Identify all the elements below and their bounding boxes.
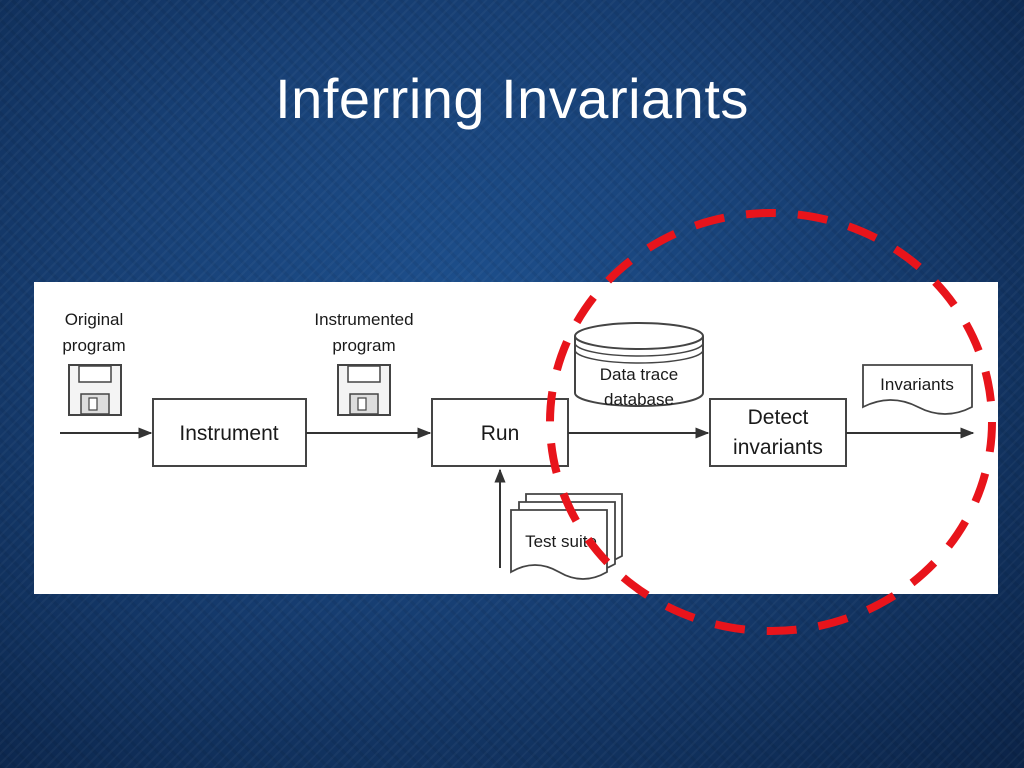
run-box: Run [431, 398, 569, 467]
data-trace-label-line1: Data trace [600, 365, 678, 384]
detect-invariants-box: Detect invariants [709, 398, 847, 467]
floppy-disk-icon [68, 364, 122, 416]
document-icon: Invariants [862, 364, 973, 415]
original-program-label-line1: Original [65, 310, 124, 329]
invariants-label: Invariants [880, 375, 954, 394]
floppy-disk-icon [337, 364, 391, 416]
run-label: Run [481, 422, 520, 445]
detect-label-line1: Detect [748, 406, 809, 429]
diagram-panel: Original program Instrument Instrumented… [34, 282, 998, 594]
original-program-label-line2: program [62, 336, 125, 355]
slide-title: Inferring Invariants [275, 67, 749, 130]
instrument-label: Instrument [179, 422, 278, 445]
instrumented-program-label-line1: Instrumented [314, 310, 413, 329]
document-stack-icon: Test suite [510, 493, 623, 580]
instrumented-program-label-line2: program [332, 336, 395, 355]
highlight-ellipse [546, 209, 996, 635]
data-trace-label-line2: database [604, 390, 674, 409]
database-cylinder-icon: Data trace database [574, 322, 704, 409]
pipeline-diagram: Original program Instrument Instrumented… [60, 310, 975, 580]
detect-label-line2: invariants [733, 436, 823, 459]
test-suite-label: Test suite [525, 532, 597, 551]
